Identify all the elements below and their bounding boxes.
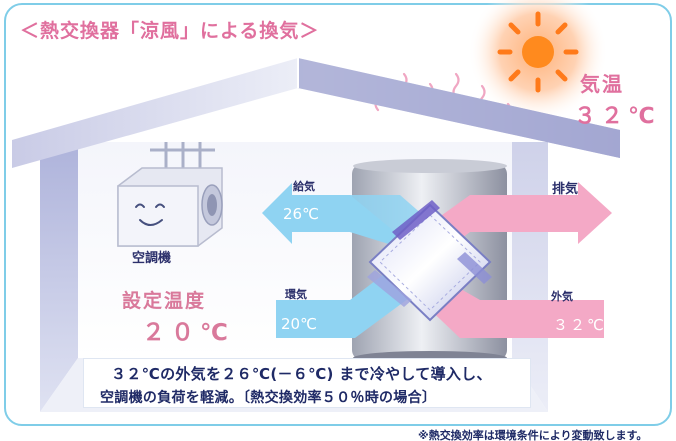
outdoor-temperature-label: 気温 [580, 72, 624, 96]
outdoor-temperature-value: ３２℃ [574, 104, 660, 129]
diagram-title: ＜熱交換器「涼風」による換気＞ [20, 20, 320, 42]
air-conditioner-icon [117, 142, 223, 247]
exchanger-core [367, 200, 492, 322]
house-roof [12, 58, 620, 168]
exhaust-air-arrow [410, 182, 612, 262]
air-conditioner-label: 空調機 [132, 251, 172, 266]
set-temperature-label: 設定温度 [122, 290, 207, 312]
supply-air-label: 給気 [293, 180, 315, 193]
outside-air-label: 外気 [551, 290, 573, 303]
exhaust-air-label: 排気 [552, 182, 579, 197]
return-air-label: 環気 [285, 288, 307, 301]
supply-air-temperature: 26℃ [283, 205, 319, 223]
description-line-1: ３２℃の外気を２６℃(－６℃) まで冷やして導入し、 [111, 365, 492, 383]
sun-icon [468, 0, 608, 122]
return-air-temperature: 20℃ [281, 315, 317, 333]
set-temperature-value: ２０℃ [142, 320, 234, 346]
description-box [83, 358, 531, 408]
footnote: ※熱交換効率は環境条件により変動致します。 [418, 429, 648, 441]
outside-air-temperature: ３２℃ [553, 316, 606, 334]
description-line-2: 空調機の負荷を軽減。〔熱交換効率５０％時の場合〕 [100, 390, 437, 406]
